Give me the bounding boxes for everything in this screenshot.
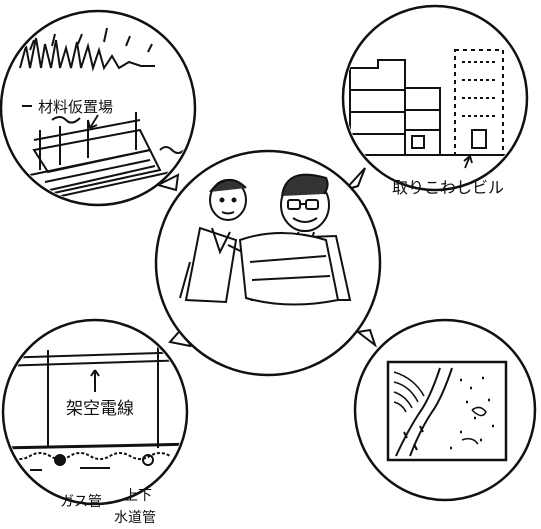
left-engineer xyxy=(179,179,256,304)
left-building xyxy=(349,59,406,155)
engineers-panel xyxy=(154,149,382,377)
water-pipe-label-line1: 上下 xyxy=(124,488,152,504)
material-yard-arrow xyxy=(87,114,99,129)
connector-bottom-right xyxy=(355,328,377,348)
connector-top-left xyxy=(155,173,180,192)
terrain-dots xyxy=(450,376,494,450)
contour-lines xyxy=(393,371,425,413)
overhead-wires-label: 架空電線 xyxy=(66,399,134,419)
utilities-panel: 架空電線 ガス管 上下 水道管 xyxy=(1,318,189,526)
demolition-building-circle xyxy=(341,4,529,192)
river-line xyxy=(395,367,441,457)
demolition-building-panel: 取りこわしビル xyxy=(341,4,529,197)
ground-line xyxy=(5,442,185,450)
demolition-arrow xyxy=(463,155,473,169)
material-yard-label: 材料仮置場 xyxy=(38,98,113,116)
gas-pipe-label: ガス管 xyxy=(60,494,102,510)
utility-poles xyxy=(47,345,159,448)
fence-scribbles xyxy=(19,37,155,72)
middle-building xyxy=(404,87,441,155)
water-pipe-label-line2: 水道管 xyxy=(114,510,156,526)
terrain-map-panel xyxy=(353,318,537,502)
overhead-wire-lines xyxy=(5,351,185,367)
blueprint-sheet xyxy=(238,232,340,306)
material-yard-panel: 材料仮置場 xyxy=(0,9,197,207)
demolition-building-label: 取りこわしビル xyxy=(392,178,504,197)
